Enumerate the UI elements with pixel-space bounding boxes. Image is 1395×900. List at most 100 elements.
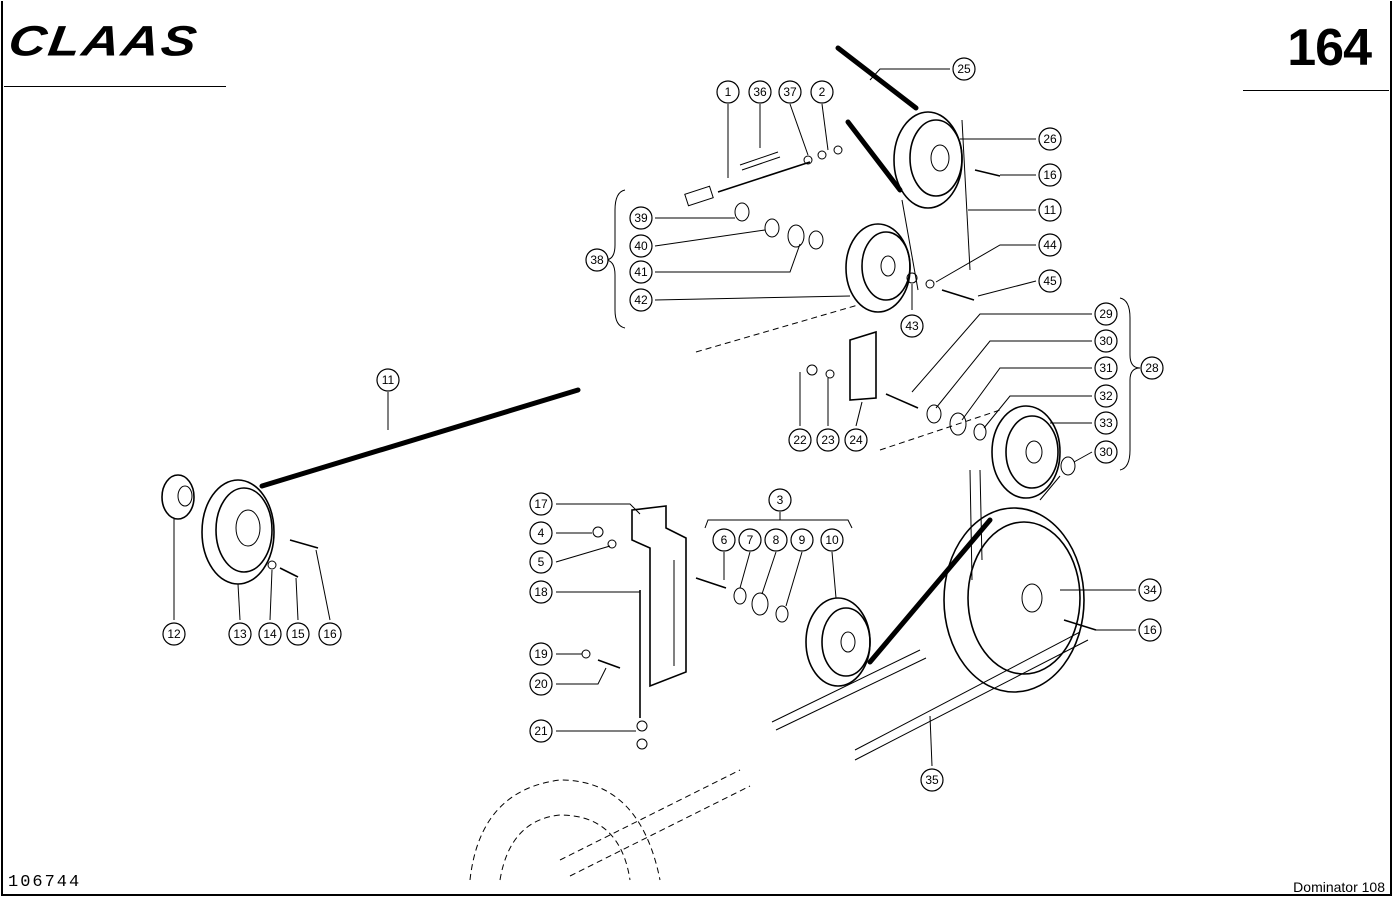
callout-31: 31 <box>1094 356 1118 380</box>
callout-15: 15 <box>286 622 310 646</box>
leader-lines <box>173 68 1136 767</box>
nut-21b <box>636 738 648 750</box>
pulley-13-inner <box>215 487 273 573</box>
bearing-8 <box>751 592 769 616</box>
callout-14: 14 <box>258 622 282 646</box>
rod-1 <box>717 161 811 193</box>
callout-42: 42 <box>629 288 653 312</box>
callout-label: 22 <box>793 433 807 447</box>
callout-36: 36 <box>748 80 772 104</box>
pulley-34 <box>943 507 1085 693</box>
callout-39: 39 <box>629 206 653 230</box>
callout-label: 36 <box>753 85 767 99</box>
nut-2a <box>817 150 827 160</box>
callout-18: 18 <box>529 580 553 604</box>
callout-label: 21 <box>534 724 548 738</box>
bearing-41 <box>787 224 805 248</box>
callout-3: 3 <box>768 488 792 512</box>
bolt-16-left <box>289 539 319 549</box>
ring-30 <box>926 404 942 424</box>
idler-pulley-10 <box>805 597 871 687</box>
drawing-number: 106744 <box>8 873 82 892</box>
page-number: 164 <box>1287 19 1372 77</box>
callout-label: 42 <box>634 293 648 307</box>
belt-11-upper-b <box>901 199 919 291</box>
callout-34: 34 <box>1138 578 1162 602</box>
callout-13: 13 <box>228 622 252 646</box>
callout-label: 38 <box>590 253 604 267</box>
pulley-26-inner <box>909 119 963 197</box>
callout-label: 10 <box>825 533 839 547</box>
ring-9 <box>775 605 789 623</box>
callout-28: 28 <box>1140 356 1164 380</box>
callout-label: 44 <box>1043 238 1057 252</box>
pulley-33-inner <box>1005 415 1059 489</box>
spring-36 <box>739 151 781 171</box>
axis-line-mid <box>879 409 1001 451</box>
pulley-13-bore <box>235 509 261 547</box>
belt-34-right <box>1039 475 1061 501</box>
bearing-31 <box>949 412 967 436</box>
bracket-24 <box>849 330 877 401</box>
bolt-45 <box>941 289 975 301</box>
callout-label: 45 <box>1043 274 1057 288</box>
callout-6: 6 <box>712 528 736 552</box>
callout-8: 8 <box>764 528 788 552</box>
background-frame-lines <box>559 769 751 877</box>
callout-label: 26 <box>1043 132 1057 146</box>
callout-26: 26 <box>1038 127 1062 151</box>
callout-label: 9 <box>799 533 806 547</box>
pulley-34-bore <box>1021 583 1043 613</box>
nut-43 <box>906 272 918 284</box>
belt-11-left <box>259 387 581 489</box>
callout-label: 31 <box>1099 361 1113 375</box>
callout-11: 11 <box>376 368 400 392</box>
callout-label: 23 <box>821 433 835 447</box>
callout-40: 40 <box>629 234 653 258</box>
callout-label: 11 <box>382 373 395 387</box>
ring-41b <box>808 230 824 250</box>
plate-1 <box>684 185 714 207</box>
callout-1: 1 <box>716 80 740 104</box>
bolt-16-top <box>974 169 1001 177</box>
belt-35 <box>854 631 1089 761</box>
belt-11-upper-a <box>961 119 971 271</box>
bolt-29 <box>885 393 919 409</box>
callout-22: 22 <box>788 428 812 452</box>
callout-label: 4 <box>538 526 545 540</box>
idler-pulley-10-bore <box>840 631 856 653</box>
callout-label: 17 <box>534 497 548 511</box>
nut-21a <box>636 720 648 732</box>
pulley-13 <box>201 479 275 585</box>
callout-11: 11 <box>1038 198 1062 222</box>
callout-label: 29 <box>1099 307 1113 321</box>
washer-23 <box>825 369 835 379</box>
callout-label: 18 <box>534 585 548 599</box>
belt-25 <box>835 45 919 111</box>
pulley-34-inner <box>967 521 1081 675</box>
nut-2b <box>833 145 843 155</box>
callout-label: 20 <box>534 677 548 691</box>
callout-24: 24 <box>844 428 868 452</box>
bolt-15 <box>279 567 299 578</box>
callout-label: 39 <box>634 211 648 225</box>
callout-label: 16 <box>1043 168 1057 182</box>
callout-45: 45 <box>1038 269 1062 293</box>
pulley-26-bore <box>930 144 950 172</box>
bushing-39 <box>734 202 750 222</box>
callout-9: 9 <box>790 528 814 552</box>
callout-16: 16 <box>318 622 342 646</box>
callout-label: 25 <box>957 62 971 76</box>
washer-19 <box>581 649 591 659</box>
pulley-33-bore <box>1025 440 1043 464</box>
callout-41: 41 <box>629 260 653 284</box>
idler-pulley-42-inner <box>861 231 911 301</box>
bracket-group-28 <box>1119 297 1141 471</box>
belt-vertical <box>969 469 983 581</box>
bracket-group-3 <box>704 519 853 529</box>
callout-label: 11 <box>1044 203 1057 217</box>
callout-30: 30 <box>1094 329 1118 353</box>
callout-23: 23 <box>816 428 840 452</box>
